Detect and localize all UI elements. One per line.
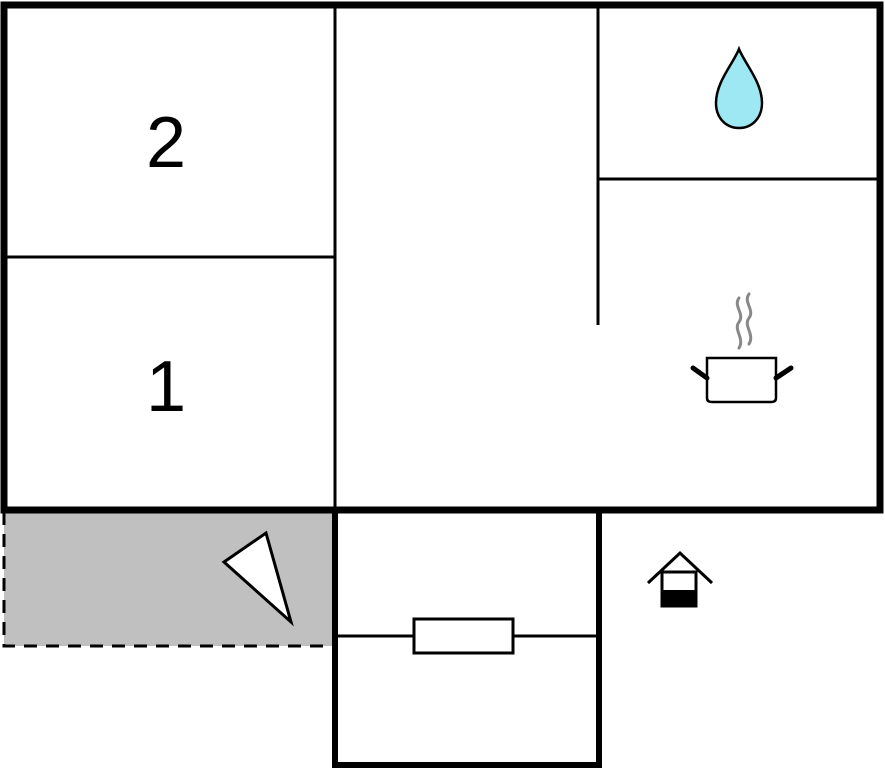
terrace-fill — [4, 512, 334, 646]
pot-body — [705, 356, 778, 404]
pot-handle-right — [773, 365, 794, 381]
house-entrance-icon — [646, 550, 714, 608]
house-roof — [646, 550, 714, 585]
sofa-icon — [412, 617, 515, 655]
water-drop-icon — [714, 45, 764, 130]
room-number-1: 1 — [146, 347, 186, 427]
terrace-area — [2, 512, 334, 648]
room-number-2: 2 — [146, 103, 186, 183]
steam-line — [735, 296, 743, 350]
sun-lounger-icon — [221, 530, 294, 627]
pot-handle-left — [690, 365, 710, 381]
house-door — [662, 590, 696, 606]
cooking-pot-icon — [690, 292, 794, 404]
interior-walls — [4, 5, 880, 510]
terrace-dashed-border — [2, 512, 334, 648]
annex-room — [332, 510, 602, 768]
steam-line — [745, 292, 753, 346]
